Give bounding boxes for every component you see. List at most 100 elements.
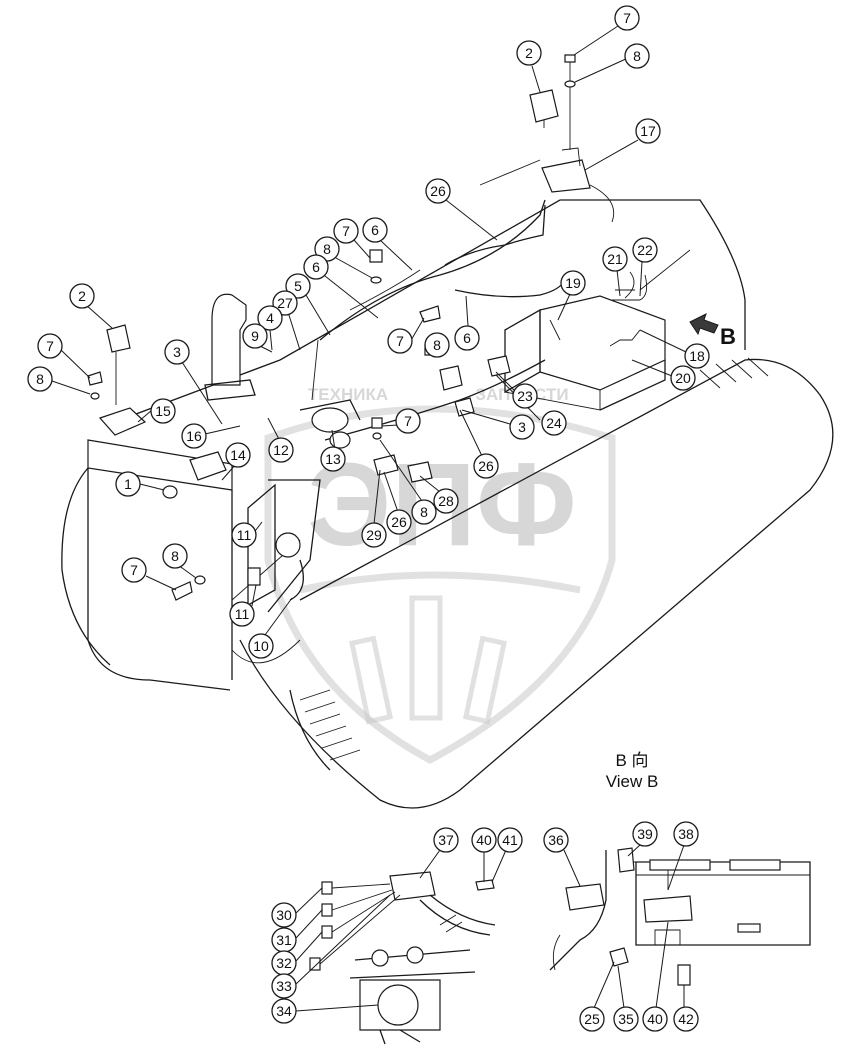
svg-text:7: 7 [623, 10, 631, 26]
svg-text:4: 4 [266, 310, 274, 326]
callout-26c: 26 [473, 453, 499, 479]
callout-3a: 3 [164, 339, 190, 365]
svg-text:19: 19 [565, 275, 581, 291]
callout-33: 33 [271, 973, 297, 999]
svg-text:35: 35 [618, 1011, 634, 1027]
callout-8c: 8 [27, 366, 53, 392]
callout-32: 32 [271, 950, 297, 976]
callout-42: 42 [673, 1006, 699, 1032]
callout-20: 20 [670, 365, 696, 391]
detail-inset-view-b: B 向 View B [549, 751, 811, 986]
svg-text:29: 29 [366, 527, 382, 543]
svg-text:25: 25 [584, 1011, 600, 1027]
svg-text:6: 6 [371, 222, 379, 238]
callout-40b: 40 [642, 1006, 668, 1032]
svg-text:3: 3 [518, 419, 526, 435]
svg-text:34: 34 [276, 1003, 292, 1019]
svg-text:28: 28 [438, 493, 454, 509]
svg-text:18: 18 [689, 348, 705, 364]
svg-text:21: 21 [607, 251, 623, 267]
svg-text:38: 38 [678, 826, 694, 842]
svg-text:40: 40 [647, 1011, 663, 1027]
callout-35: 35 [613, 1006, 639, 1032]
callout-17: 17 [635, 118, 661, 144]
svg-text:24: 24 [546, 415, 562, 431]
svg-text:33: 33 [276, 978, 292, 994]
svg-text:6: 6 [463, 330, 471, 346]
svg-text:12: 12 [273, 442, 289, 458]
svg-text:2: 2 [525, 45, 533, 61]
callout-39: 39 [632, 821, 658, 847]
callout-2a: 2 [516, 40, 542, 66]
svg-text:22: 22 [637, 242, 653, 258]
callout-6b: 6 [303, 254, 329, 280]
callout-7a: 7 [614, 5, 640, 31]
callout-25: 25 [579, 1006, 605, 1032]
svg-text:32: 32 [276, 955, 292, 971]
callout-30: 30 [271, 902, 297, 928]
callout-7f: 7 [395, 408, 421, 434]
svg-text:2: 2 [78, 288, 86, 304]
svg-text:8: 8 [433, 337, 441, 353]
callout-11a: 11 [231, 522, 257, 548]
callout-19: 19 [560, 270, 586, 296]
callouts: 7 8 2 17 26 7 6 8 6 5 27 4 9 2 7 8 3 15 [27, 5, 710, 1032]
svg-text:7: 7 [396, 333, 404, 349]
svg-text:40: 40 [476, 832, 492, 848]
callout-31: 31 [271, 927, 297, 953]
svg-text:14: 14 [230, 447, 246, 463]
svg-text:15: 15 [155, 403, 171, 419]
svg-text:5: 5 [294, 278, 302, 294]
callout-7e: 7 [387, 328, 413, 354]
svg-text:16: 16 [186, 428, 202, 444]
watermark-banner-left: ТЕХНИКА [308, 385, 388, 404]
track-shoes [299, 357, 769, 761]
svg-text:26: 26 [478, 458, 494, 474]
svg-text:39: 39 [637, 826, 653, 842]
callout-23: 23 [512, 383, 538, 409]
svg-text:1: 1 [124, 476, 132, 492]
callout-16: 16 [181, 423, 207, 449]
callout-3b: 3 [509, 414, 535, 440]
callout-26a: 26 [425, 178, 451, 204]
callout-1: 1 [115, 471, 141, 497]
callout-7b: 7 [333, 218, 359, 244]
svg-text:13: 13 [325, 451, 341, 467]
callout-21: 21 [602, 246, 628, 272]
svg-text:8: 8 [323, 241, 331, 257]
parts-main [87, 54, 666, 613]
svg-text:17: 17 [640, 123, 656, 139]
callout-18: 18 [684, 343, 710, 369]
view-b-title-en: View B [606, 772, 659, 791]
callout-13: 13 [320, 446, 346, 472]
callout-6c: 6 [454, 325, 480, 351]
callout-15: 15 [150, 398, 176, 424]
callout-7d: 7 [121, 557, 147, 583]
callout-34: 34 [271, 998, 297, 1024]
svg-text:23: 23 [517, 388, 533, 404]
callout-27: 27 [272, 290, 298, 316]
detail-inset-connector [309, 871, 496, 1045]
callout-10: 10 [248, 633, 274, 659]
svg-text:7: 7 [342, 223, 350, 239]
svg-text:27: 27 [277, 295, 293, 311]
svg-text:7: 7 [404, 413, 412, 429]
svg-text:8: 8 [36, 371, 44, 387]
callout-8e: 8 [424, 332, 450, 358]
callout-36: 36 [543, 827, 569, 853]
svg-text:41: 41 [502, 832, 518, 848]
svg-text:11: 11 [237, 527, 252, 543]
callout-40a: 40 [471, 827, 497, 853]
svg-text:7: 7 [130, 562, 138, 578]
callout-8f: 8 [411, 499, 437, 525]
svg-text:37: 37 [438, 832, 454, 848]
svg-text:8: 8 [633, 48, 641, 64]
svg-text:30: 30 [276, 907, 292, 923]
callout-29: 29 [361, 522, 387, 548]
callout-2b: 2 [69, 283, 95, 309]
svg-text:26: 26 [391, 514, 407, 530]
svg-text:42: 42 [678, 1011, 694, 1027]
excavator-body: B [61, 159, 834, 809]
callout-28: 28 [433, 488, 459, 514]
